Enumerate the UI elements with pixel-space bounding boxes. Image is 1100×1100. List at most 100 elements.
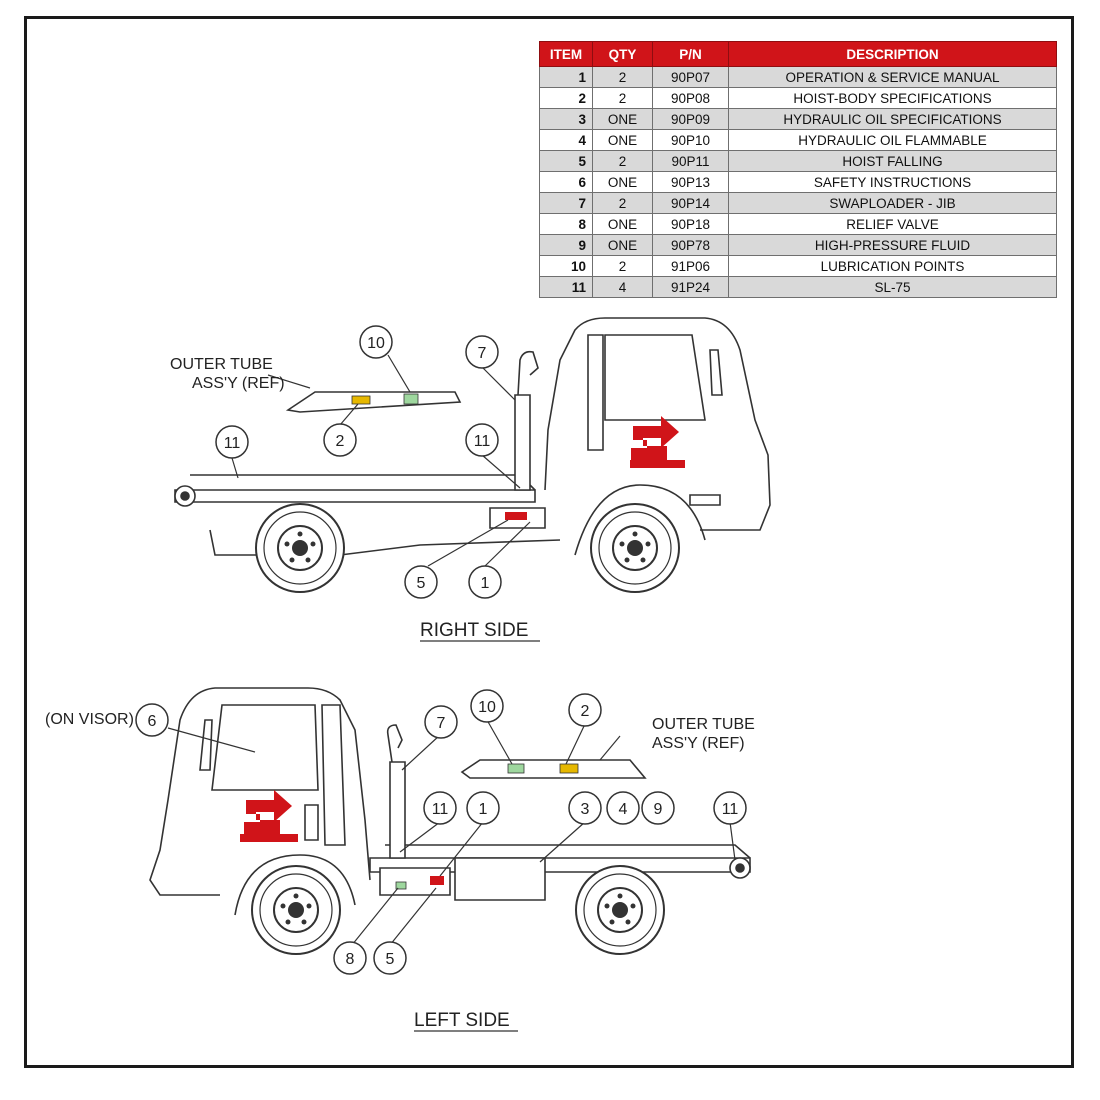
pn-cell: 90P13 [652,171,729,193]
callout-right-5: 5 [404,565,438,599]
left-outer-tube-label-1: OUTER TUBE [652,716,755,733]
right-outer-tube-label-1: OUTER TUBE [170,356,273,373]
qty-cell: ONE [592,129,653,151]
desc-cell: SWAPLOADER - JIB [728,192,1057,214]
left-leader-lines [167,719,736,946]
callout-right-7: 7 [465,335,499,369]
callout-left-1: 1 [466,791,500,825]
rear-wheel-left [575,865,665,955]
callout-left-11b: 11 [713,791,747,825]
callout-left-3: 3 [568,791,602,825]
front-wheel-left [251,865,341,955]
desc-cell: HOIST-BODY SPECIFICATIONS [728,87,1057,109]
item-cell: 2 [539,87,593,109]
qty-cell: ONE [592,108,653,130]
desc-cell: OPERATION & SERVICE MANUAL [728,66,1057,88]
svg-text:7: 7 [478,345,487,362]
left-side-truck [149,687,751,916]
desc-cell: SL-75 [728,276,1057,298]
callout-right-2: 2 [323,423,357,457]
callout-left-7: 7 [424,705,458,739]
pn-cell: 90P07 [652,66,729,88]
svg-text:6: 6 [148,713,157,730]
desc-cell: RELIEF VALVE [728,213,1057,235]
table-header-row: ITEM QTY P/N DESCRIPTION [539,41,1057,67]
header-item: ITEM [539,41,593,67]
qty-cell: 4 [592,276,653,298]
front-wheel-right [590,503,680,593]
header-description: DESCRIPTION [728,41,1057,67]
header-qty: QTY [592,41,653,67]
pn-cell: 91P24 [652,276,729,298]
pn-cell: 91P06 [652,255,729,277]
callout-left-4: 4 [606,791,640,825]
callout-right-11b: 11 [465,423,499,457]
left-outer-tube-label-2: ASS'Y (REF) [652,735,745,752]
callout-right-1: 1 [468,565,502,599]
left-side-title: LEFT SIDE [414,1010,510,1031]
item-cell: 9 [539,234,593,256]
right-side-title: RIGHT SIDE [420,620,528,641]
svg-text:10: 10 [367,335,385,352]
desc-cell: LUBRICATION POINTS [728,255,1057,277]
item-cell: 6 [539,171,593,193]
svg-text:8: 8 [346,951,355,968]
item-cell: 11 [539,276,593,298]
callout-left-8: 8 [333,941,367,975]
svg-text:5: 5 [417,575,426,592]
svg-text:10: 10 [478,699,496,716]
callout-left-2: 2 [568,693,602,727]
callout-left-10: 10 [470,689,504,723]
callout-left-5: 5 [373,941,407,975]
svg-text:4: 4 [619,801,628,818]
visor-label: (ON VISOR) [45,711,134,728]
callout-left-11a: 11 [423,791,457,825]
right-outer-tube-label-2: ASS'Y (REF) [192,375,285,392]
callout-left-6: 6 [135,703,169,737]
desc-cell: HYDRAULIC OIL SPECIFICATIONS [728,108,1057,130]
item-cell: 5 [539,150,593,172]
callout-right-11a: 11 [215,425,249,459]
svg-text:11: 11 [474,433,491,450]
desc-cell: HYDRAULIC OIL FLAMMABLE [728,129,1057,151]
svg-text:3: 3 [581,801,590,818]
svg-text:1: 1 [481,575,490,592]
svg-text:1: 1 [479,801,488,818]
svg-text:5: 5 [386,951,395,968]
qty-cell: ONE [592,213,653,235]
svg-text:11: 11 [224,435,241,452]
pn-cell: 90P09 [652,108,729,130]
svg-text:7: 7 [437,715,446,732]
desc-cell: SAFETY INSTRUCTIONS [728,171,1057,193]
svg-text:2: 2 [581,703,590,720]
callout-right-10: 10 [359,325,393,359]
qty-cell: ONE [592,171,653,193]
svg-text:2: 2 [336,433,345,450]
svg-text:11: 11 [722,801,739,818]
desc-cell: HIGH-PRESSURE FLUID [728,234,1057,256]
brand-text-bar [630,460,685,468]
callout-left-9: 9 [641,791,675,825]
item-cell: 3 [539,108,593,130]
svg-text:9: 9 [654,801,663,818]
svg-text:11: 11 [432,801,449,818]
item-cell: 7 [539,192,593,214]
item-cell: 1 [539,66,593,88]
pn-cell: 90P14 [652,192,729,214]
right-leader-lines [231,354,531,567]
brand-text-bar [240,834,298,842]
rear-wheel-right [255,503,345,593]
pn-cell: 90P08 [652,87,729,109]
